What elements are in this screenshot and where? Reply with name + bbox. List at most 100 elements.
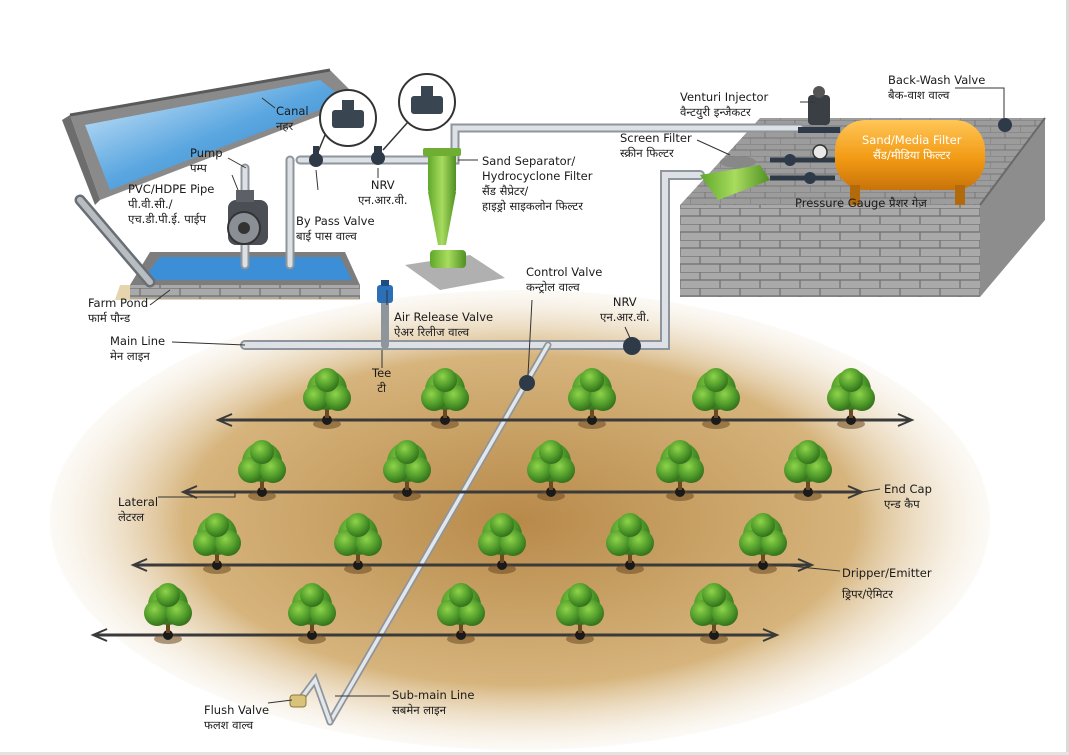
label-lateral-en: Lateral xyxy=(118,495,159,509)
label-flush-valve-en: Flush Valve xyxy=(204,703,270,717)
tree-row2-2 xyxy=(383,440,431,501)
tree-row1-4 xyxy=(692,368,740,429)
label-sand-separator-hi1: सैंड सैप्रेटर/ xyxy=(482,184,529,198)
backwash-valve xyxy=(998,118,1012,132)
tree-row2-4 xyxy=(656,440,704,501)
label-end-cap-hi: एन्ड कैप xyxy=(884,497,920,511)
dripper-row1-3 xyxy=(587,415,597,425)
tree-row3-3 xyxy=(478,513,526,574)
dripper-row1-4 xyxy=(711,415,721,425)
label-tee-en: Tee xyxy=(372,366,392,380)
tree-row4-2 xyxy=(288,583,336,644)
label-nrv-top: NRV एन.आर.वी. xyxy=(358,178,408,208)
label-end-cap: End Cap एन्ड कैप xyxy=(884,482,932,512)
label-nrv-top-en: NRV xyxy=(370,178,395,192)
label-backwash: Back-Wash Valve बैक-वाश वाल्व xyxy=(888,73,985,103)
label-nrv-right-en: NRV xyxy=(612,295,637,309)
label-pressure-gauge: Pressure Gauge प्रैशर गेज xyxy=(795,196,927,211)
label-sand-separator-hi2: हाइड्रो साइकलोन फिल्टर xyxy=(482,199,583,213)
label-end-cap-en: End Cap xyxy=(884,482,932,496)
air-release-valve xyxy=(377,280,393,303)
tree-row1-3 xyxy=(568,368,616,429)
dripper-row3-1 xyxy=(212,560,222,570)
pressure-gauge xyxy=(812,144,828,160)
hydrocyclone-filter xyxy=(405,148,505,290)
dripper-row1-5 xyxy=(846,415,856,425)
label-screen-filter-en: Screen Filter xyxy=(620,131,692,145)
label-air-release-en: Air Release Valve xyxy=(394,310,494,324)
label-venturi-en: Venturi Injector xyxy=(680,90,769,104)
label-lateral: Lateral लेटरल xyxy=(118,495,158,525)
label-control-valve-en: Control Valve xyxy=(526,265,603,279)
label-sand-separator-en1: Sand Separator/ xyxy=(482,154,576,168)
dripper-row4-3 xyxy=(456,630,466,640)
label-screen-filter-hi: स्क्रीन फिल्टर xyxy=(620,146,674,160)
label-tee: Tee टी xyxy=(372,366,391,396)
dripper-row1-2 xyxy=(440,415,450,425)
tree-row2-3 xyxy=(527,440,575,501)
tree-row3-1 xyxy=(193,513,241,574)
label-dripper-en: Dripper/Emitter xyxy=(842,566,932,580)
bypass-valve xyxy=(309,146,323,167)
dripper-row1-1 xyxy=(322,415,332,425)
label-pressure-gauge-en: Pressure Gauge प्रैशर गेज xyxy=(795,196,927,210)
flush-valve xyxy=(289,694,307,708)
dripper-row3-2 xyxy=(353,560,363,570)
label-flush-valve-hi: फलश वाल्व xyxy=(204,718,254,732)
label-air-release-hi: ऐअर रिलीज वाल्व xyxy=(394,325,470,339)
label-media-filter: Sand/Media Filter सैंड/मीडिया फिल्टर xyxy=(862,133,962,163)
sand-media-filter xyxy=(770,120,985,205)
label-sand-separator: Sand Separator/ Hydrocyclone Filter सैंड… xyxy=(482,154,592,214)
dripper-row4-4 xyxy=(575,630,585,640)
label-backwash-en: Back-Wash Valve xyxy=(888,73,986,87)
label-bypass-en: By Pass Valve xyxy=(296,214,375,228)
tree-row1-1 xyxy=(303,368,351,429)
canal xyxy=(62,68,360,205)
frame-bottom-edge xyxy=(0,752,1069,755)
label-media-filter-hi: सैंड/मीडिया फिल्टर xyxy=(873,148,951,162)
label-bypass-hi: बाई पास वाल्व xyxy=(296,229,357,243)
nrv-top-valve xyxy=(371,146,385,165)
label-canal: Canal नहर xyxy=(276,104,309,134)
label-backwash-hi: बैक-वाश वाल्व xyxy=(888,88,950,102)
dripper-row4-2 xyxy=(307,630,317,640)
dripper-row2-4 xyxy=(675,487,685,497)
label-main-line: Main Line मेन लाइन xyxy=(110,334,165,364)
label-venturi-hi: वैन्टयुरी इन्जैकटर xyxy=(680,105,751,119)
label-air-release: Air Release Valve ऐअर रिलीज वाल्व xyxy=(394,310,493,340)
label-submain-hi: सबमेन लाइन xyxy=(392,703,447,717)
label-tee-hi: टी xyxy=(377,381,386,395)
label-submain-en: Sub-main Line xyxy=(392,688,475,702)
label-main-line-en: Main Line xyxy=(110,334,166,348)
label-nrv-right: NRV एन.आर.वी. xyxy=(600,295,650,325)
tree-row4-3 xyxy=(437,583,485,644)
label-control-valve: Control Valve कन्ट्रोल वाल्व xyxy=(526,265,602,295)
label-farm-pond-en: Farm Pond xyxy=(88,296,149,310)
dripper-row3-4 xyxy=(625,560,635,570)
label-venturi: Venturi Injector वैन्टयुरी इन्जैकटर xyxy=(680,90,768,120)
dripper-row4-5 xyxy=(709,630,719,640)
dripper-row3-3 xyxy=(497,560,507,570)
label-dripper-hi: ड्रिपर/ऐमिटर xyxy=(842,587,893,601)
label-canal-en: Canal xyxy=(276,104,309,118)
tree-row4-1 xyxy=(144,583,192,644)
leader-lines xyxy=(149,87,1005,704)
label-farm-pond: Farm Pond फार्म पौन्ड xyxy=(88,296,148,326)
label-lateral-hi: लेटरल xyxy=(118,510,145,524)
dripper-row2-5 xyxy=(803,487,813,497)
label-pipe-en: PVC/HDPE Pipe xyxy=(128,182,215,196)
nrv-right-valve xyxy=(623,337,641,355)
dripper-row4-1 xyxy=(163,630,173,640)
label-pipe-hi2: एच.डी.पी.ई. पाईप xyxy=(128,212,206,226)
label-main-line-hi: मेन लाइन xyxy=(110,349,150,363)
label-dripper: Dripper/Emitter ड्रिपर/ऐमिटर xyxy=(842,566,932,602)
tree-row1-5 xyxy=(827,368,875,429)
label-pump-hi: पम्प xyxy=(190,161,207,175)
label-pipe-hi1: पी.वी.सी./ xyxy=(128,197,173,211)
dripper-row2-2 xyxy=(402,487,412,497)
label-nrv-right-hi: एन.आर.वी. xyxy=(600,310,650,324)
dripper-row2-1 xyxy=(257,487,267,497)
label-pump-en: Pump xyxy=(190,146,223,160)
label-nrv-top-hi: एन.आर.वी. xyxy=(358,193,408,207)
